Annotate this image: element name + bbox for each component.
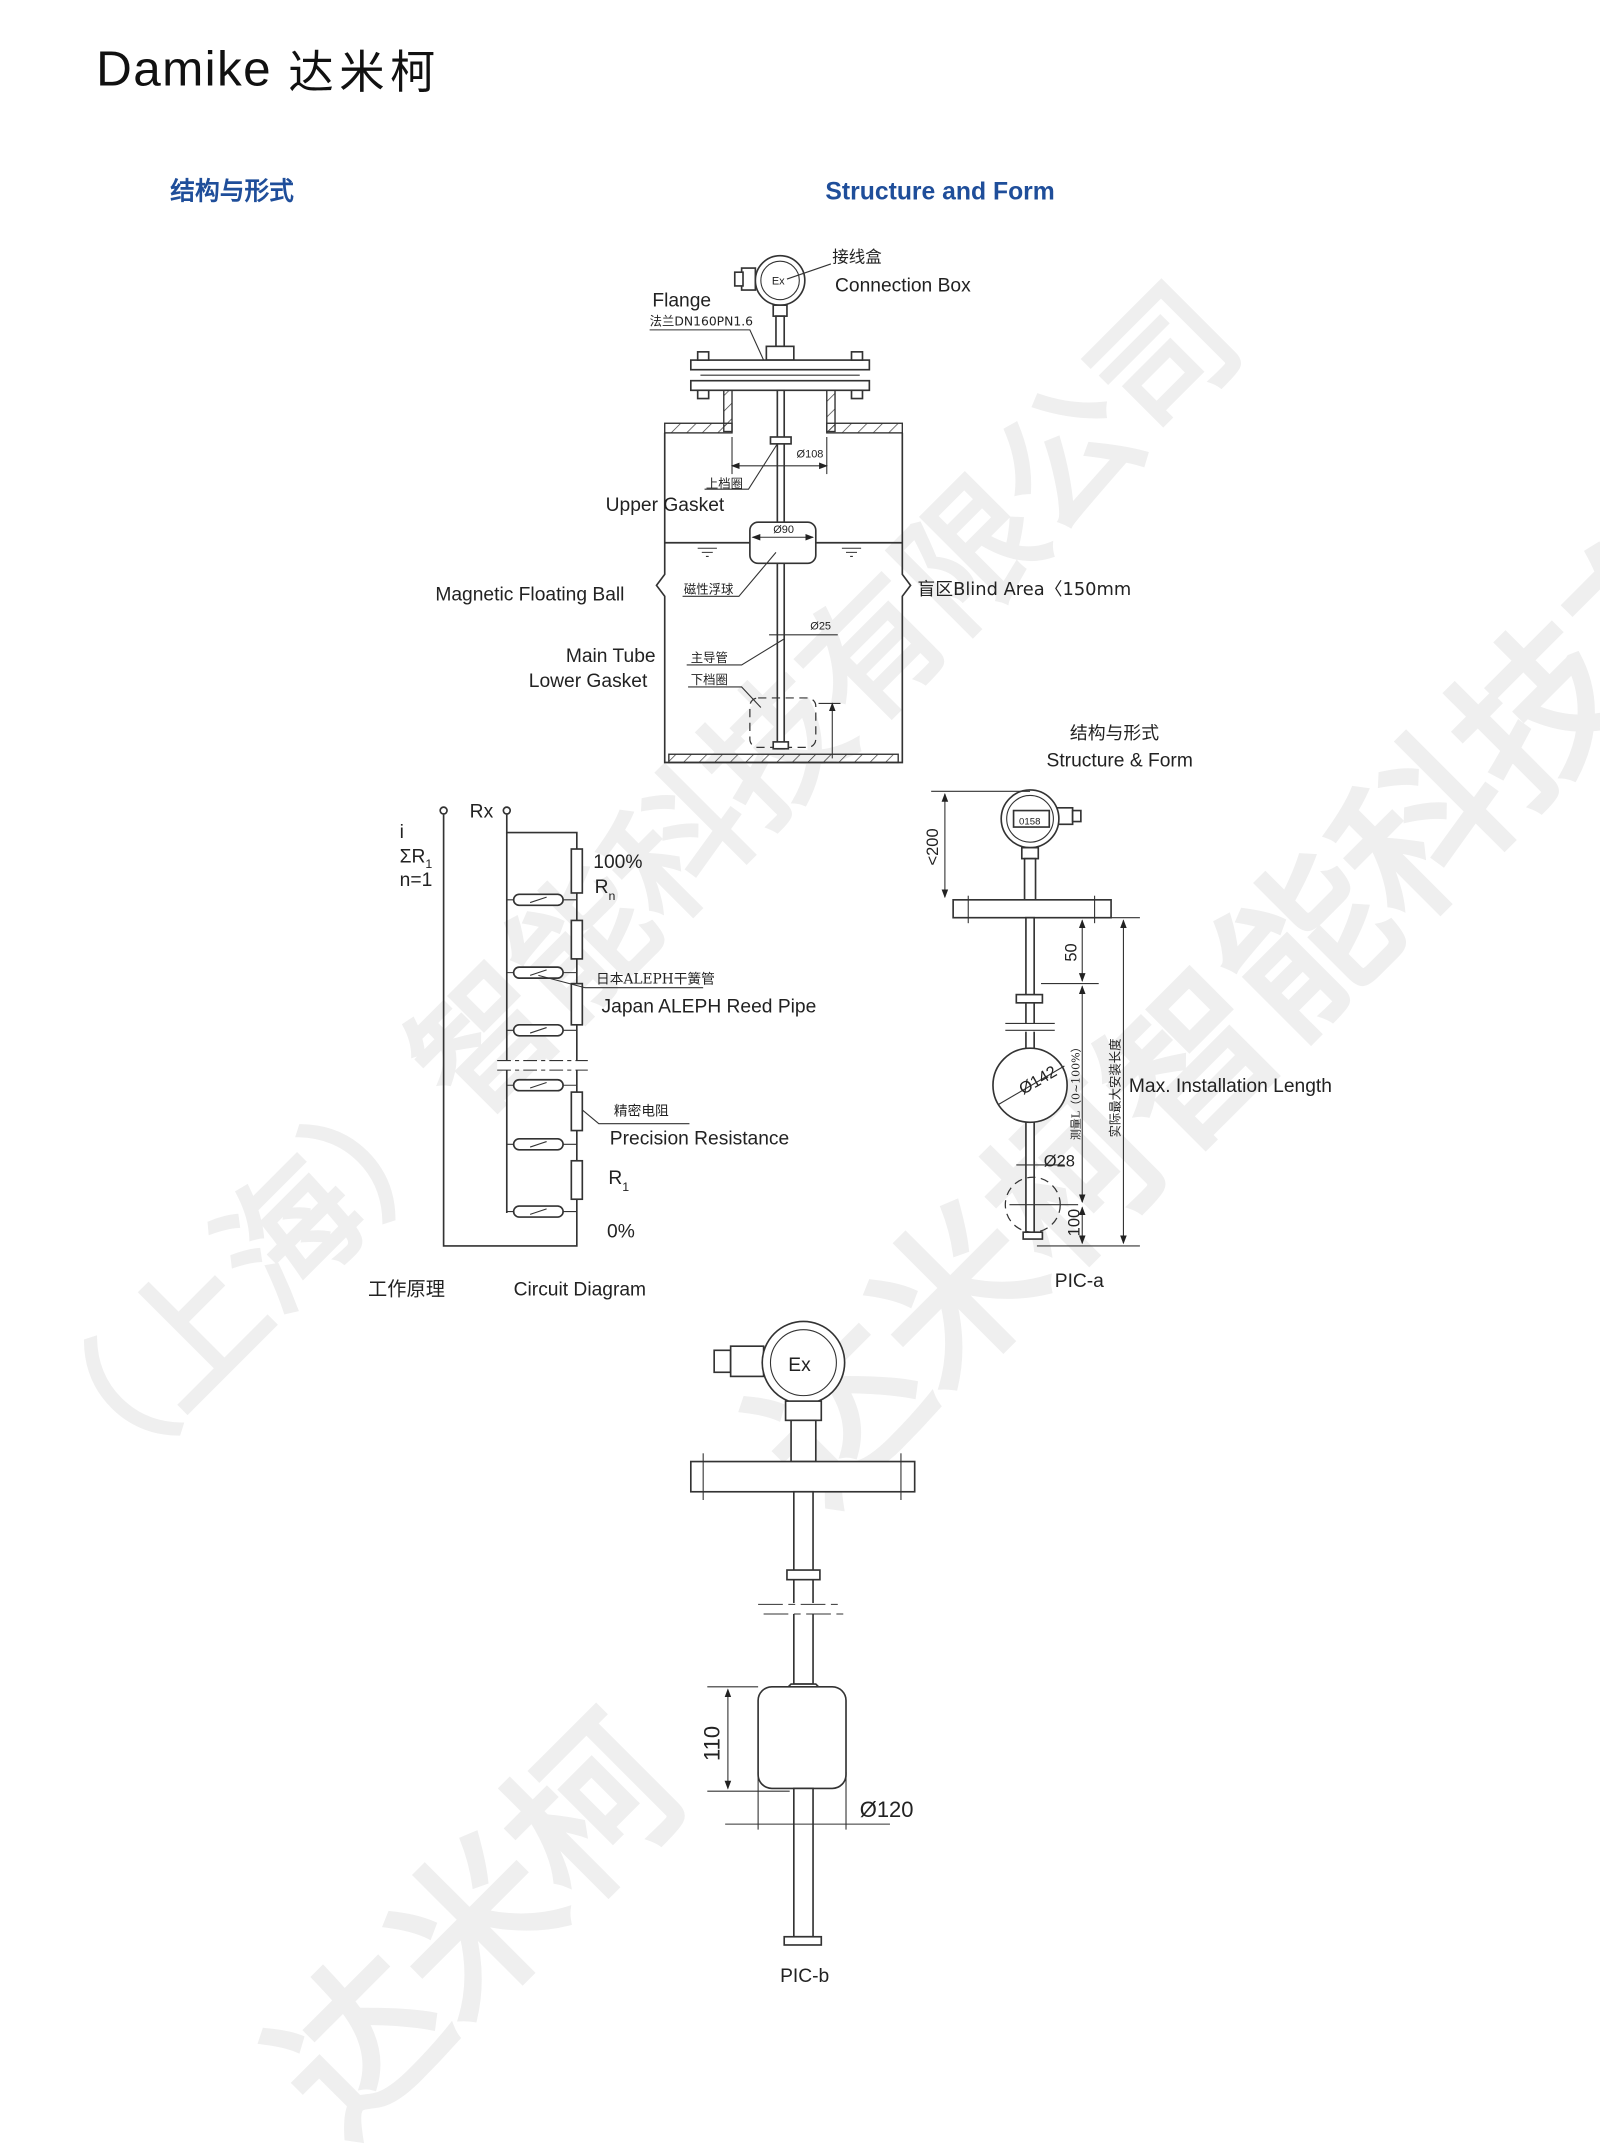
tank-installation-diagram: Ex Ø108 Ø90 Ø25 xyxy=(435,248,1131,764)
max-length-label-cn: 实际最大安装长度 xyxy=(1107,1039,1122,1138)
dim-100: 100 xyxy=(1065,1209,1083,1236)
blind-area-label: 盲区Blind Area〈150mm xyxy=(917,579,1131,600)
circuit-rx-label: Rx xyxy=(470,801,494,822)
logo: Damike 达米柯 xyxy=(96,41,440,99)
ex-mark: Ex xyxy=(788,1355,811,1376)
circuit-i-label: i xyxy=(400,822,404,843)
rn-symbol: R xyxy=(595,877,609,898)
connection-box-label: Connection Box xyxy=(835,275,971,296)
section-title-en: Structure and Form xyxy=(825,178,1054,205)
dim-200: <200 xyxy=(924,828,942,865)
max-length-label: Max. Installation Length xyxy=(1129,1076,1332,1097)
circuit-caption: Circuit Diagram xyxy=(514,1279,646,1300)
main-tube-label: Main Tube xyxy=(566,646,656,667)
sum-subscript: 1 xyxy=(425,857,432,871)
resistance-label-cn: 精密电阻 xyxy=(614,1102,669,1119)
upper-gasket-label: Upper Gasket xyxy=(606,495,725,516)
circuit-diagram: i ΣR1 n=1 Rx 100% Rn 日本ALEPH干簧管 Japan AL… xyxy=(368,801,816,1300)
circuit-rn-label: Rn xyxy=(595,877,616,903)
pic-b-caption: PIC-b xyxy=(780,1966,829,1987)
pic-a-diagram: 结构与形式 Structure & Form 0158 xyxy=(924,723,1332,1292)
circuit-caption-cn: 工作原理 xyxy=(368,1277,445,1300)
rn-subscript: n xyxy=(609,889,616,903)
float-ball-label-cn: 磁性浮球 xyxy=(684,582,734,597)
ex-mark: Ex xyxy=(772,276,785,288)
pic-a-caption: PIC-a xyxy=(1055,1271,1104,1292)
explosion-proof-head-icon xyxy=(713,1320,846,1463)
dim-28: Ø28 xyxy=(1044,1152,1075,1170)
reed-switch-icons xyxy=(506,893,577,1218)
resistance-label: Precision Resistance xyxy=(610,1128,789,1149)
reed-label-cn: 日本ALEPH干簧管 xyxy=(596,972,715,988)
connection-box-label-cn: 接线盒 xyxy=(832,248,882,267)
pic-a-title: Structure & Form xyxy=(1047,751,1193,772)
dim-120: Ø120 xyxy=(860,1797,914,1822)
dim-90: Ø90 xyxy=(773,524,794,536)
lower-gasket-label-cn: 下档圈 xyxy=(691,673,728,687)
pic-b-diagram: Ex 110 Ø120 PIC-b xyxy=(689,1320,916,1987)
watermark-text: 达米柯 xyxy=(235,1685,720,2154)
flange-label: Flange xyxy=(652,291,711,312)
pic-a-title-cn: 结构与形式 xyxy=(1070,723,1159,744)
dim-25: Ø25 xyxy=(810,620,831,632)
display-readout: 0158 xyxy=(1019,816,1040,827)
transmitter-head-icon xyxy=(1000,789,1082,901)
dim-110: 110 xyxy=(700,1726,725,1761)
circuit-sum-label: ΣR1 xyxy=(400,847,433,871)
float-ball-label: Magnetic Floating Ball xyxy=(435,584,624,605)
watermark-text: （上海）智能科技有限公司 xyxy=(0,257,1271,1535)
lower-gasket-label: Lower Gasket xyxy=(529,671,648,692)
logo-chinese: 达米柯 xyxy=(288,46,440,99)
measure-range-label: 测量L（0~100%） xyxy=(1069,1041,1082,1140)
circuit-100-label: 100% xyxy=(593,852,642,873)
upper-gasket-label-cn: 上档圈 xyxy=(706,477,743,491)
section-title-cn: 结构与形式 xyxy=(170,176,294,205)
flange-spec-label: 法兰DN160PN1.6 xyxy=(650,315,754,329)
dim-108: Ø108 xyxy=(797,449,824,461)
circuit-0-label: 0% xyxy=(607,1222,635,1243)
circuit-r1-label: R1 xyxy=(608,1168,629,1194)
connection-box-icon xyxy=(733,254,806,317)
main-tube-label-cn: 主导管 xyxy=(691,650,728,665)
dim-50: 50 xyxy=(1063,943,1081,961)
sum-symbol: ΣR xyxy=(400,847,426,868)
circuit-n-label: n=1 xyxy=(400,870,433,891)
resistor-icons xyxy=(570,848,584,1201)
r1-symbol: R xyxy=(608,1168,622,1189)
logo-latin: Damike xyxy=(96,41,272,96)
reed-label: Japan ALEPH Reed Pipe xyxy=(602,996,817,1017)
r1-subscript: 1 xyxy=(622,1180,629,1194)
